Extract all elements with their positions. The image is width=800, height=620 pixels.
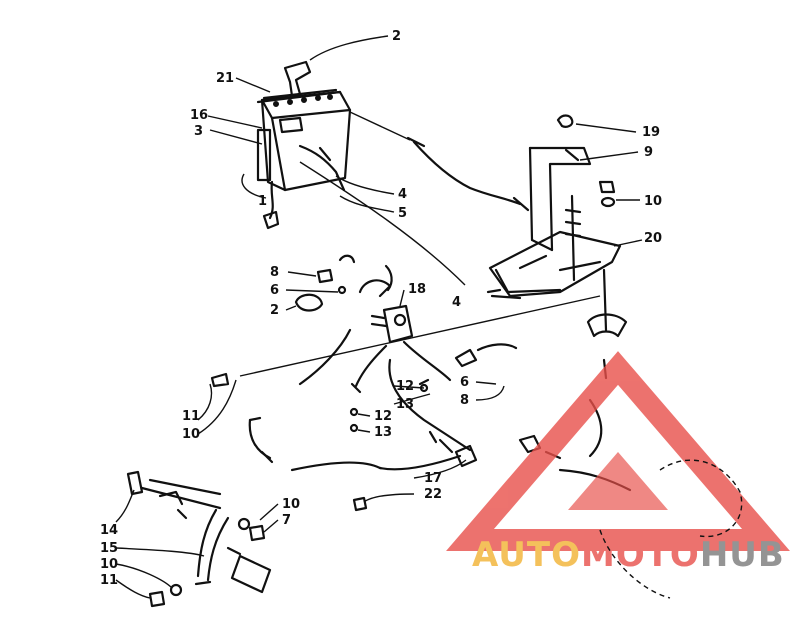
leader-lines (115, 35, 643, 599)
callout-8-lower: 8 (460, 393, 469, 408)
battery-tray (486, 230, 622, 332)
starter-cable (298, 328, 518, 452)
engine-outline (599, 459, 743, 599)
linkage-hardware (148, 517, 272, 608)
callout-16: 16 (190, 108, 208, 123)
callout-20: 20 (644, 231, 662, 246)
wing-nut (556, 114, 574, 128)
callout-2-lower: 2 (270, 303, 279, 318)
nut-washer (598, 180, 616, 208)
watermark-auto: AUTO (472, 535, 581, 575)
callout-19: 19 (642, 125, 660, 140)
watermark-text: AUTOMOTOHUB (472, 535, 785, 575)
callout-13-right: 13 (396, 397, 414, 412)
watermark-moto: MOTO (581, 535, 700, 575)
callout-5: 5 (398, 206, 407, 221)
callout-4-top: 4 (398, 187, 407, 202)
callout-10-middle: 10 (182, 427, 200, 442)
watermark-hub: HUB (700, 535, 785, 575)
battery-cables (298, 111, 530, 286)
callout-14: 14 (100, 523, 118, 538)
callout-15: 15 (100, 541, 118, 556)
watermark-logo (446, 351, 790, 551)
callout-18: 18 (408, 282, 426, 297)
callout-2-top: 2 (392, 29, 401, 44)
callout-12-left: 12 (374, 409, 392, 424)
callout-1: 1 (258, 194, 267, 209)
callout-10-lower-right: 10 (282, 497, 300, 512)
callout-3: 3 (194, 124, 203, 139)
ground-cable (210, 295, 601, 388)
wire-harness (248, 416, 478, 512)
callout-17: 17 (424, 471, 442, 486)
mount-plate (126, 470, 222, 520)
callout-6-lower: 6 (460, 375, 469, 390)
callout-22: 22 (424, 487, 442, 502)
callout-10-top: 10 (644, 194, 662, 209)
callout-6-upper: 6 (270, 283, 279, 298)
watermark: AUTOMOTOHUB (446, 351, 790, 575)
callout-10-lower-left: 10 (100, 557, 118, 572)
callout-21: 21 (216, 71, 234, 86)
callout-numbers: 2 21 16 3 1 4 5 19 9 10 20 8 6 2 18 4 11… (100, 29, 662, 588)
callout-4-lower: 4 (452, 295, 461, 310)
callout-8-upper: 8 (270, 265, 279, 280)
vent-cap (283, 60, 312, 98)
callout-12-right: 12 (396, 379, 414, 394)
vent-tube (262, 180, 280, 230)
callout-11-lower: 11 (100, 573, 118, 588)
callout-7: 7 (282, 513, 291, 528)
linkage-rod (194, 508, 230, 586)
callout-9: 9 (644, 145, 653, 160)
solenoid-hardware (294, 254, 356, 312)
starter-solenoid (358, 264, 414, 344)
battery-bracket (528, 146, 592, 252)
callout-13-left: 13 (374, 425, 392, 440)
callout-11-middle: 11 (182, 409, 200, 424)
